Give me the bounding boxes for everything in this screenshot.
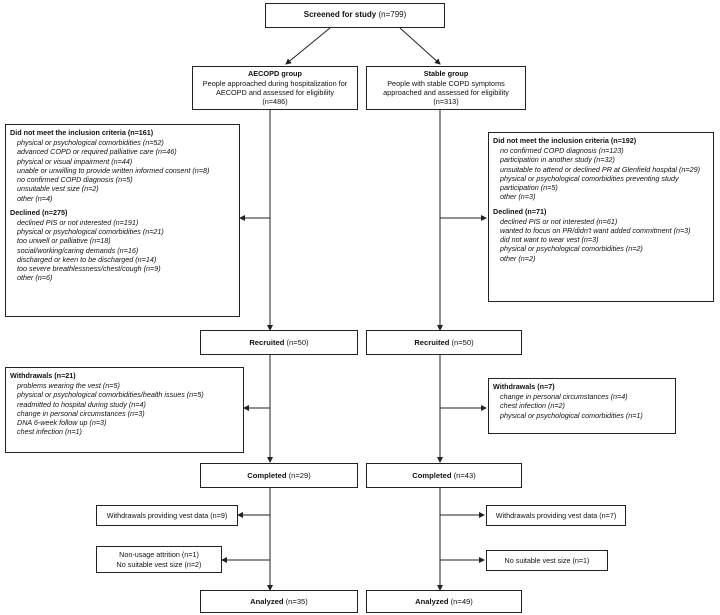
aecopd-exclusion-box: Did not meet the inclusion criteria (n=1… — [5, 124, 240, 317]
stable-declined-item: wanted to focus on PR/didn't want added … — [500, 225, 691, 235]
stable-completed-count: (n=43) — [453, 470, 476, 480]
stable-attrition-item: No suitable vest size (n=1) — [504, 555, 590, 565]
stable-withdrawals-box: Withdrawals (n=7) change in personal cir… — [488, 378, 676, 434]
stable-recruited-box: Recruited (n=50) — [366, 330, 522, 355]
stable-recruited-count: (n=50) — [451, 337, 474, 347]
stable-exclusion-item: no confirmed COPD diagnosis (n=123) — [500, 146, 624, 156]
aecopd-exclusion-item: unable or unwilling to provide written i… — [17, 165, 210, 175]
stable-withdrawals-heading: Withdrawals (n=7) — [493, 382, 555, 391]
stable-exclusion-item: other (n=3) — [500, 192, 536, 202]
stable-declined-heading: Declined (n=71) — [493, 206, 547, 216]
screened-label: Screened for study — [303, 10, 377, 20]
stable-declined-item: declined PIS or not interested (n=61) — [500, 216, 618, 226]
aecopd-vestdata-label: Withdrawals providing vest data (n=9) — [106, 510, 228, 520]
stable-group-title: Stable group — [423, 69, 469, 79]
aecopd-declined-item: other (n=6) — [17, 273, 53, 283]
aecopd-exclusion-item: advanced COPD or required palliative car… — [17, 147, 177, 157]
aecopd-analyzed-label: Analyzed — [250, 596, 284, 606]
aecopd-attrition-item: Non-usage attrition (n=1) — [119, 550, 199, 560]
aecopd-attrition-box: Non-usage attrition (n=1) No suitable ve… — [96, 546, 222, 573]
aecopd-withdrawal-item: chest infection (n=1) — [17, 427, 82, 437]
screened-box: Screened for study (n=799) — [265, 3, 445, 28]
stable-declined-item: other (n=2) — [500, 253, 536, 263]
aecopd-withdrawal-item: problems wearing the vest (n=5) — [17, 381, 120, 391]
aecopd-declined-item: discharged or keen to be discharged (n=1… — [17, 254, 157, 264]
stable-group-count: (n=313) — [433, 97, 459, 107]
stable-analyzed-box: Analyzed (n=49) — [366, 590, 522, 613]
connector-screened-aecopd — [285, 27, 331, 65]
aecopd-exclusion-item: physical or psychological comorbidities … — [17, 138, 164, 148]
aecopd-completed-count: (n=29) — [288, 470, 311, 480]
stable-exclusion-item: physical or psychological comorbidities … — [500, 173, 679, 193]
aecopd-withdrawal-item: change in personal circumstances (n=3) — [17, 408, 145, 418]
aecopd-exclusion-item: physical or visual impairment (n=44) — [17, 156, 133, 166]
stable-exclusion-item: unsuitable to attend or declined PR at G… — [500, 164, 700, 174]
aecopd-exclusion-item: other (n=4) — [17, 193, 53, 203]
stable-declined-item: did not want to wear vest (n=3) — [500, 235, 599, 245]
aecopd-withdrawal-item: readmitted to hospital during study (n=4… — [17, 399, 146, 409]
aecopd-group-box: AECOPD group People approached during ho… — [192, 66, 358, 110]
stable-withdrawal-item: chest infection (n=2) — [500, 401, 565, 411]
aecopd-recruited-label: Recruited — [249, 337, 285, 347]
stable-group-desc: People with stable COPD symptoms approac… — [383, 78, 509, 97]
aecopd-group-title: AECOPD group — [248, 69, 302, 79]
stable-completed-box: Completed (n=43) — [366, 463, 522, 488]
aecopd-exclusion-item: no confirmed COPD diagnosis (n=5) — [17, 175, 133, 185]
stable-group-box: Stable group People with stable COPD sym… — [366, 66, 526, 110]
stable-analyzed-label: Analyzed — [415, 596, 449, 606]
stable-vestdata-box: Withdrawals providing vest data (n=7) — [486, 505, 626, 526]
stable-exclusion-item: participation in another study (n=32) — [500, 155, 615, 165]
stable-declined-item: physical or psychological comorbidities … — [500, 244, 643, 254]
aecopd-declined-heading: Declined (n=275) — [10, 207, 68, 217]
stable-exclusion-box: Did not meet the inclusion criteria (n=1… — [488, 132, 714, 302]
aecopd-exclusion-heading: Did not meet the inclusion criteria (n=1… — [10, 128, 154, 137]
aecopd-declined-item: declined PIS or not interested (n=191) — [17, 217, 139, 227]
aecopd-declined-item: too severe breathlessness/chest/cough (n… — [17, 264, 161, 274]
aecopd-analyzed-box: Analyzed (n=35) — [200, 590, 358, 613]
stable-withdrawal-item: change in personal circumstances (n=4) — [500, 392, 628, 402]
aecopd-vestdata-box: Withdrawals providing vest data (n=9) — [96, 505, 238, 526]
aecopd-recruited-box: Recruited (n=50) — [200, 330, 358, 355]
aecopd-analyzed-count: (n=35) — [285, 596, 308, 606]
aecopd-group-desc: People approached during hospitalization… — [202, 78, 348, 97]
stable-vestdata-label: Withdrawals providing vest data (n=7) — [495, 510, 617, 520]
aecopd-exclusion-item: unsuitable vest size (n=2) — [17, 184, 99, 194]
stable-recruited-label: Recruited — [414, 337, 450, 347]
aecopd-group-count: (n=486) — [262, 97, 288, 107]
connector-screened-stable — [399, 27, 441, 65]
aecopd-withdrawal-item: DNA 6-week follow up (n=3) — [17, 418, 107, 428]
aecopd-declined-item: too unwell or palliative (n=18) — [17, 236, 111, 246]
aecopd-withdrawals-box: Withdrawals (n=21) problems wearing the … — [5, 367, 244, 453]
aecopd-recruited-count: (n=50) — [286, 337, 309, 347]
stable-withdrawal-item: physical or psychological comorbidities … — [500, 410, 643, 420]
stable-attrition-box: No suitable vest size (n=1) — [486, 550, 608, 571]
aecopd-completed-label: Completed — [247, 470, 287, 480]
stable-analyzed-count: (n=49) — [450, 596, 473, 606]
aecopd-withdrawal-item: physical or psychological comorbidities/… — [17, 390, 204, 400]
screened-count: (n=799) — [378, 10, 407, 20]
stable-exclusion-heading: Did not meet the inclusion criteria (n=1… — [493, 136, 637, 145]
aecopd-completed-box: Completed (n=29) — [200, 463, 358, 488]
aecopd-declined-item: social/working/caring demands (n=16) — [17, 245, 139, 255]
stable-completed-label: Completed — [412, 470, 452, 480]
aecopd-declined-item: physical or psychological comorbidities … — [17, 227, 164, 237]
aecopd-attrition-item: No suitable vest size (n=2) — [116, 559, 202, 569]
aecopd-withdrawals-heading: Withdrawals (n=21) — [10, 371, 76, 380]
